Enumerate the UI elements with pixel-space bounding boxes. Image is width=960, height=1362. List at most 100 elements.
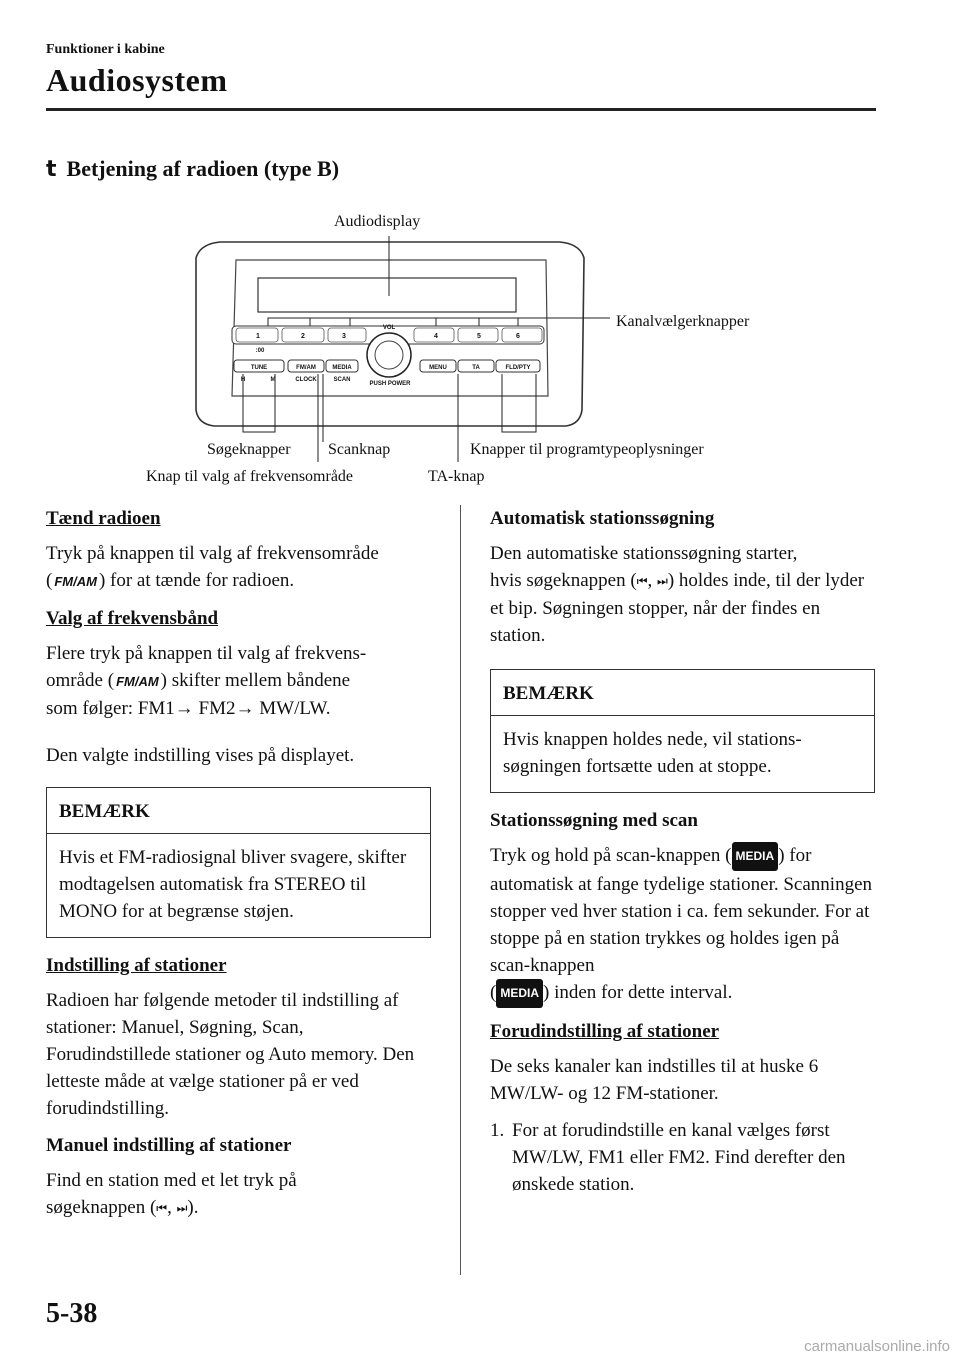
label-audiodisplay: Audiodisplay <box>334 213 421 230</box>
heading-indstilling: Indstilling af stationer <box>46 955 227 977</box>
watermark: carmanualsonline.info <box>804 1338 950 1355</box>
text: Find en station med et let tryk på <box>46 1170 297 1192</box>
preset-label-3: 3 <box>342 333 346 340</box>
paragraph-frekvensbaand: Flere tryk på knappen til valg af frekve… <box>46 640 431 722</box>
heading-forudindstilling: Forudindstilling af stationer <box>490 1021 720 1043</box>
list-text: For at forudindstille en kanal vælges fø… <box>512 1120 846 1196</box>
ta-label: TA <box>472 365 480 371</box>
label-ta-knap: TA-knap <box>428 468 485 485</box>
left-column: Tænd radioen Tryk på knappen til valg af… <box>46 505 431 1232</box>
text: Den automatiske stationssøgning starter, <box>490 543 798 564</box>
text: område ( <box>46 670 115 692</box>
label-programtype: Knapper til programtypeoplysninger <box>470 441 704 458</box>
scan-label: SCAN <box>333 377 350 383</box>
seek-down-icon: ⏮ <box>156 1201 168 1216</box>
paragraph-scan: Tryk og hold på scan-knappen (MEDIA) for… <box>490 842 875 1009</box>
note-box-search: BEMÆRK Hvis knappen holdes nede, vil sta… <box>490 669 875 794</box>
preset-button-3 <box>327 327 367 343</box>
clock-mark: :00 <box>256 348 265 354</box>
text: Tryk og hold på scan-knappen ( <box>490 845 732 867</box>
menu-label: MENU <box>429 365 447 371</box>
preset-label-6: 6 <box>516 333 520 340</box>
media-button <box>325 359 359 373</box>
section-label: Funktioner i kabine <box>46 42 165 57</box>
label-scanknap: Scanknap <box>328 441 391 458</box>
label-soegeknapper: Søgeknapper <box>207 441 291 458</box>
list-item: 1. For at forudindstille en kanal vælges… <box>490 1117 875 1198</box>
title-divider <box>46 108 876 111</box>
clock-label: CLOCK <box>295 377 317 383</box>
seek-up-icon: ⏭ <box>657 574 668 589</box>
heading-taend-radioen: Tænd radioen <box>46 508 161 529</box>
preset-button-2 <box>281 327 325 343</box>
leader-program <box>501 374 537 433</box>
page-number: 5-38 <box>46 1298 98 1329</box>
text: , <box>167 1197 177 1219</box>
volume-knob-inner <box>374 340 404 370</box>
text: for automatisk at fange tydelige station… <box>490 845 873 977</box>
column-divider <box>460 505 461 1275</box>
radio-inner-frame <box>231 259 549 397</box>
note-title: BEMÆRK <box>47 788 430 835</box>
preset-button-4 <box>413 327 455 343</box>
subheading: t Betjening af radioen (type B) <box>46 156 339 182</box>
right-column: Automatisk stationssøgning Den automatis… <box>490 505 875 1198</box>
text: søgeknappen ( <box>46 1197 157 1219</box>
fmam-button <box>287 359 325 373</box>
push-power-label: PUSH POWER <box>369 381 411 387</box>
text: ( <box>490 982 497 1004</box>
leader-kanal <box>267 317 610 326</box>
label-kanalvaelgerknapper: Kanalvælgerknapper <box>616 313 750 330</box>
fmam-label: FM/AM <box>296 365 316 371</box>
text: ). <box>187 1197 199 1219</box>
tune-button <box>233 359 285 373</box>
fmam-icon: FM/AM <box>116 674 159 690</box>
seek-up-icon: ⏭ <box>176 1201 188 1216</box>
preset-button-6 <box>501 327 543 343</box>
tune-label: TUNE <box>251 365 267 371</box>
paragraph-manuel: Find en station med et let tryk på søgek… <box>46 1167 431 1222</box>
heading-automatisk: Automatisk stationssøgning <box>490 508 715 529</box>
text: hvis søgeknappen ( <box>490 570 637 591</box>
media-icon: MEDIA <box>496 979 543 1009</box>
list-number: 1. <box>490 1120 505 1142</box>
paragraph-taend: Tryk på knappen til valg af frekvensområ… <box>46 540 431 595</box>
vol-label: VOL <box>383 325 396 331</box>
text: ) holdes inde, <box>667 570 771 591</box>
media-label: MEDIA <box>332 365 352 371</box>
text: til der lyder et bip. Søgningen stopper,… <box>490 570 865 647</box>
text: Tryk på knappen til valg af frekvensområ… <box>46 543 379 564</box>
heading-scan: Stationssøgning med scan <box>490 810 698 832</box>
media-icon: MEDIA <box>731 842 779 872</box>
preset-button-5 <box>457 327 499 343</box>
preset-label-1: 1 <box>256 333 260 340</box>
fmam-icon: FM/AM <box>54 574 97 590</box>
label-frekvensomraade: Knap til valg af frekvensområde <box>146 468 354 485</box>
note-body: Hvis et FM-radiosignal bliver svagere, s… <box>59 847 407 923</box>
note-body: Hvis knappen holdes nede, vil stations-s… <box>503 729 802 778</box>
text: som følger: FM1→ FM2→ MW/LW. <box>46 698 331 720</box>
ta-button <box>457 359 495 373</box>
text: ) inden for dette interval. <box>543 982 733 1004</box>
preset-label-5: 5 <box>477 333 481 340</box>
preset-label-2: 2 <box>301 333 305 340</box>
preset-button-1 <box>235 327 279 343</box>
preset-label-4: 4 <box>434 333 438 340</box>
text: ) skifter mellem båndene <box>160 670 351 692</box>
page-title: Audiosystem <box>46 62 228 98</box>
subheading-bullet: t <box>46 157 57 182</box>
text: ) <box>778 845 785 867</box>
text: , <box>647 570 658 591</box>
text: ) for at tænde for radioen. <box>98 570 295 591</box>
heading-valg-frekvensbaand: Valg af frekvensbånd <box>46 608 219 630</box>
text: Flere tryk på knappen til valg af frekve… <box>46 643 367 665</box>
fldpty-button <box>495 359 541 373</box>
paragraph-indstilling: Radioen har følgende metoder til indstil… <box>46 990 415 1120</box>
paragraph-automatisk: Den automatiske stationssøgning starter,… <box>490 540 875 649</box>
paragraph-forudindstilling: De seks kanaler kan indstilles til at hu… <box>490 1056 819 1105</box>
text: ( <box>46 570 53 591</box>
menu-button <box>419 359 457 373</box>
subheading-text: Betjening af radioen (type B) <box>66 156 340 181</box>
fldpty-label: FLD/PTY <box>506 365 531 371</box>
seek-down-icon: ⏮ <box>636 574 648 589</box>
